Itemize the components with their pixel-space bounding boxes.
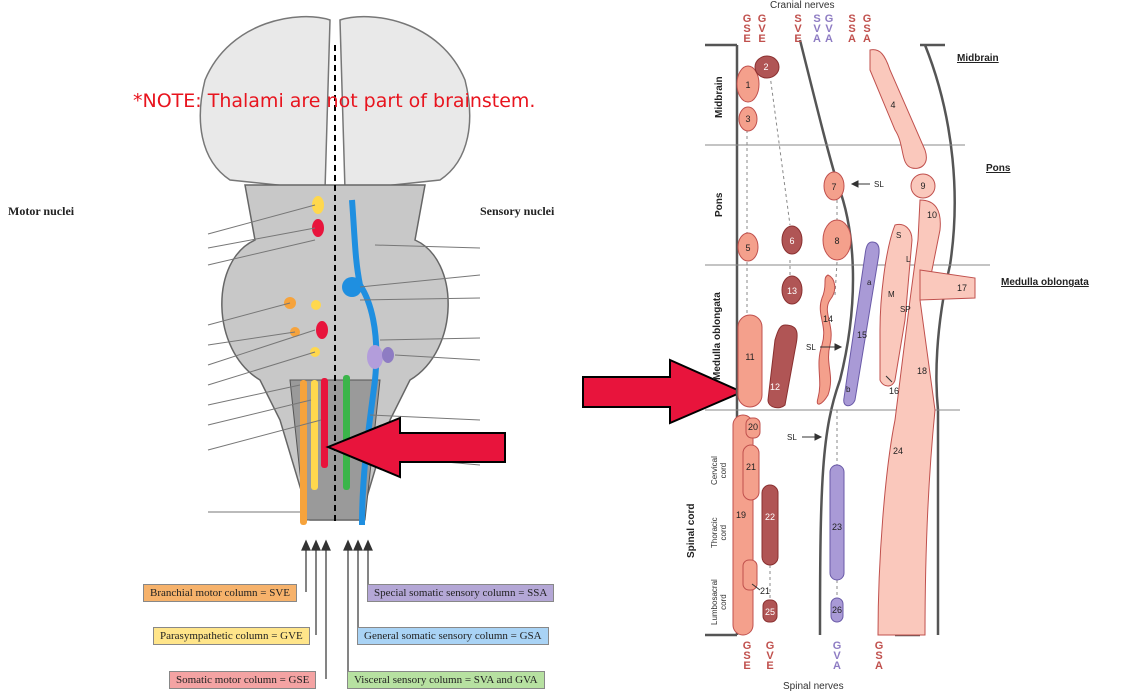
num-22: 22 [765, 512, 775, 522]
num-3: 3 [745, 114, 750, 124]
top-col-gse: G S E [742, 13, 752, 45]
bottom-col-gsa: G S A [874, 640, 884, 672]
region-midbrain-left: Midbrain [714, 76, 725, 118]
num-23: 23 [832, 522, 842, 532]
sl-label-2: SL [806, 343, 816, 352]
num-14: 14 [823, 314, 833, 324]
region-medulla-left: Medulla oblongata [712, 292, 723, 380]
legend-special-somatic-sensory: Special somatic sensory column = SSA [367, 584, 555, 602]
cervical-cord-label: Cervical cord [710, 456, 728, 485]
sensory-nuclei-label: Sensory nuclei [480, 204, 555, 218]
region-spinal-cord: Spinal cord [686, 503, 697, 558]
num-19: 19 [736, 510, 746, 520]
top-col-gsa: G S A [862, 13, 872, 45]
top-col-ssa: S S A [848, 13, 856, 45]
region-medulla-right: Medulla oblongata [1001, 277, 1089, 288]
top-col-sva: S V A [813, 13, 821, 45]
num-10: 10 [927, 210, 937, 220]
num-20: 20 [748, 422, 758, 432]
num-9: 9 [920, 181, 925, 191]
num-8: 8 [834, 236, 839, 246]
legend-visceral-sensory: Visceral sensory column = SVA and GVA [347, 671, 545, 689]
label-s: S [896, 231, 901, 240]
num-18: 18 [917, 366, 927, 376]
spinal-nerves-title: Spinal nerves [783, 681, 844, 692]
bottom-col-gse: G S E [742, 640, 752, 672]
sl-label-3: SL [787, 433, 797, 442]
thalami-note: *NOTE: Thalami are not part of brainstem… [133, 90, 536, 112]
num-25: 25 [765, 607, 775, 617]
num-4: 4 [890, 100, 895, 110]
bottom-col-gva: G V A [832, 640, 842, 672]
label-a: a [867, 278, 872, 287]
region-pons-right: Pons [986, 163, 1011, 174]
top-col-sve: S V E [794, 13, 802, 45]
bottom-col-gve: G V E [765, 640, 775, 672]
label-m: M [888, 290, 895, 299]
num-24: 24 [893, 446, 903, 456]
num-2: 2 [763, 62, 768, 72]
legend-parasympathetic: Parasympathetic column = GVE [153, 627, 310, 645]
red-arrow-right [582, 358, 745, 425]
brainstem-illustration [199, 15, 480, 526]
top-col-gve: G V E [757, 13, 767, 45]
legend-branchial-motor: Branchial motor column = SVE [143, 584, 298, 602]
num-15: 15 [857, 330, 867, 340]
num-7: 7 [831, 182, 836, 192]
region-pons-left: Pons [714, 192, 725, 217]
cranial-nerves-title: Cranial nerves [770, 0, 835, 11]
label-b: b [846, 385, 851, 394]
num-6: 6 [789, 236, 794, 246]
num-5: 5 [745, 243, 750, 253]
num-1: 1 [745, 80, 750, 90]
label-sp: SP [900, 305, 911, 314]
num-21a: 21 [746, 462, 756, 472]
num-21b: 21 [760, 586, 770, 596]
motor-nuclei-label: Motor nuclei [8, 204, 75, 218]
region-midbrain-right: Midbrain [957, 53, 999, 64]
label-l: L [906, 255, 911, 264]
sl-label-1: SL [874, 180, 884, 189]
num-26: 26 [832, 605, 842, 615]
num-11: 11 [745, 352, 754, 362]
num-17: 17 [957, 283, 967, 293]
num-16: 16 [889, 386, 899, 396]
legend-general-somatic-sensory: General somatic sensory column = GSA [357, 627, 549, 645]
thoracic-cord-label: Thoracic cord [710, 517, 728, 548]
legend-somatic-motor: Somatic motor column = GSE [169, 671, 317, 689]
top-col-gva: G V A [824, 13, 834, 45]
red-arrow-left [325, 416, 506, 479]
lumbosacral-cord-label: Lumbosacral cord [710, 579, 728, 625]
num-12: 12 [770, 382, 780, 392]
num-13: 13 [787, 286, 797, 296]
